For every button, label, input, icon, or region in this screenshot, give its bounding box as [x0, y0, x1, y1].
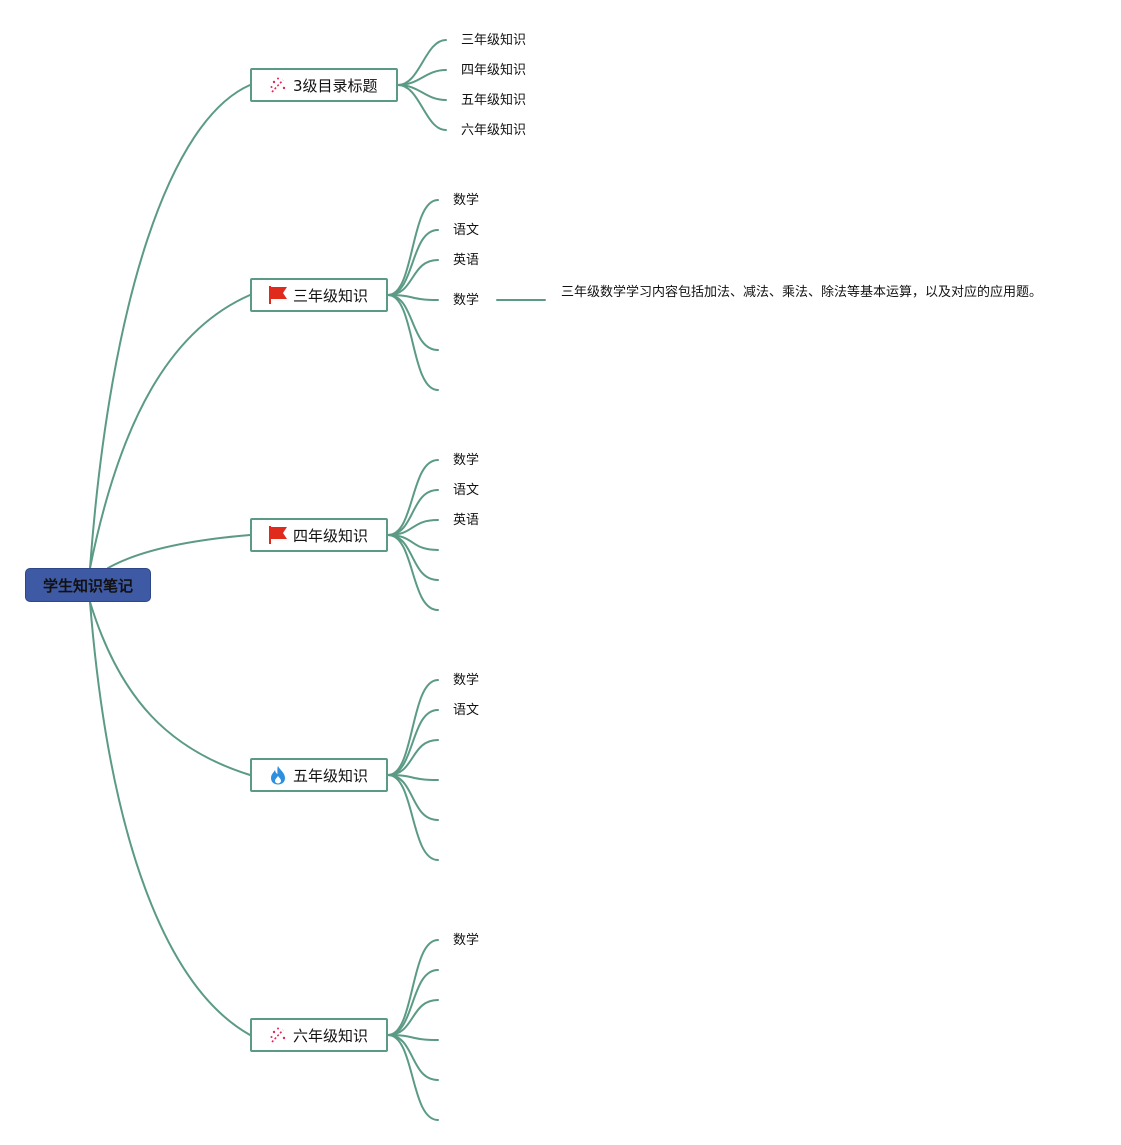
child-connector	[387, 774, 439, 861]
child-connector	[397, 84, 447, 131]
branch-label: 三年级知识	[293, 286, 369, 305]
leaf-node[interactable]: 四年级知识	[461, 63, 527, 78]
child-connector	[387, 459, 439, 536]
leaf-node[interactable]: 英语	[453, 253, 480, 268]
branch-label: 五年级知识	[293, 766, 369, 785]
root-connector	[89, 601, 251, 776]
leaf-node[interactable]: 语文	[453, 703, 480, 718]
child-connector	[387, 679, 439, 776]
red-flag-icon	[268, 285, 288, 305]
leaf-node[interactable]: 语文	[453, 483, 480, 498]
branch-node-grade-4[interactable]: 四年级知识	[250, 518, 388, 552]
child-connector	[387, 259, 439, 296]
root-connector	[89, 601, 251, 1036]
leaf-node[interactable]: 五年级知识	[461, 93, 527, 108]
branch-label: 3级目录标题	[293, 76, 378, 95]
leaf-node[interactable]: 语文	[453, 223, 480, 238]
root-connector	[89, 84, 251, 569]
leaf-node[interactable]: 英语	[453, 513, 480, 528]
child-connector	[387, 999, 439, 1036]
root-connector	[89, 294, 251, 569]
child-connector	[387, 294, 439, 391]
child-connector	[387, 969, 439, 1036]
branch-node-grade-5[interactable]: 五年级知识	[250, 758, 388, 792]
root-connector	[107, 534, 251, 569]
leaf-node[interactable]: 三年级知识	[461, 33, 527, 48]
child-connector	[387, 1034, 439, 1121]
child-connector	[387, 1034, 439, 1081]
branch-label: 六年级知识	[293, 1026, 369, 1045]
fire-icon	[268, 765, 288, 785]
branch-node-directory-title[interactable]: 3级目录标题	[250, 68, 398, 102]
leaf-node[interactable]: 数学	[453, 193, 480, 208]
child-connector	[387, 489, 439, 536]
math-note[interactable]: 三年级数学学习内容包括加法、减法、乘法、除法等基本运算，以及对应的应用题。	[561, 285, 1043, 300]
child-connector	[387, 774, 439, 821]
red-flag-icon	[268, 525, 288, 545]
leaf-node[interactable]: 六年级知识	[461, 123, 527, 138]
sparkle-icon	[268, 1025, 288, 1045]
branch-label: 四年级知识	[293, 526, 369, 545]
sparkle-icon	[268, 75, 288, 95]
leaf-node[interactable]: 数学	[453, 933, 480, 948]
branch-node-grade-3[interactable]: 三年级知识	[250, 278, 388, 312]
child-connector	[387, 229, 439, 296]
root-node[interactable]: 学生知识笔记	[25, 568, 151, 602]
leaf-node[interactable]: 数学	[453, 453, 480, 468]
child-connector	[387, 534, 439, 611]
leaf-node[interactable]: 数学	[453, 673, 480, 688]
child-connector	[387, 939, 439, 1036]
child-connector	[387, 199, 439, 296]
leaf-node[interactable]: 数学	[453, 293, 480, 308]
child-connector	[387, 709, 439, 776]
branch-node-grade-6[interactable]: 六年级知识	[250, 1018, 388, 1052]
child-connector	[387, 739, 439, 776]
